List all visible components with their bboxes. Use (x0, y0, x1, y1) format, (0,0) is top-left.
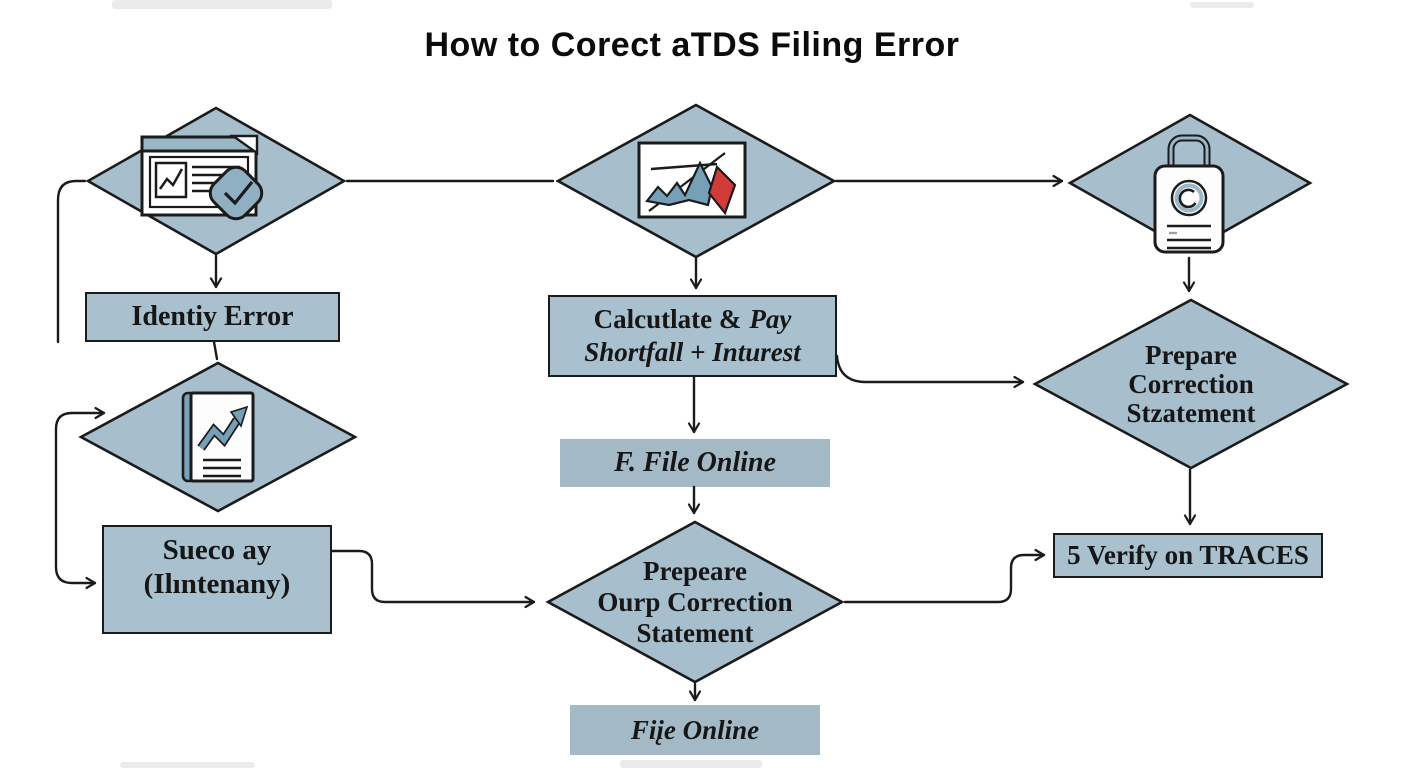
success-pay-box: Sueco ay (Ilıntenany) (102, 525, 332, 634)
verify-traces-box: 5 Verify on TRACES (1053, 533, 1323, 578)
file-online-bottom-box: Fiįe Online (570, 705, 820, 755)
arrow-successbox-to-preparecenter (330, 549, 536, 609)
line-identifybox-to-reportdiamond (212, 340, 219, 361)
label-line: Correction (1128, 368, 1254, 399)
label-line: Prepare (1145, 339, 1237, 370)
label-part: Calcutlate & (593, 304, 742, 334)
diamond-shape (545, 520, 845, 684)
box-label: F. File Online (613, 447, 777, 478)
diamond-label: Prepeare Ourp Correction Statement (545, 520, 845, 684)
label-part-italic: Pay (749, 304, 792, 334)
badge-lock-icon (1151, 134, 1227, 261)
arrow-preparecenter-to-verify (843, 548, 1046, 604)
box-label: Fiįe Online (630, 714, 760, 745)
artifact-smudge (120, 762, 255, 768)
box-label-line1: Sueco ay (162, 533, 272, 566)
diamond-shape (1032, 298, 1350, 470)
artifact-smudge (112, 0, 332, 9)
file-online-top-box: F. File Online (560, 439, 830, 487)
trend-chart-icon (637, 141, 749, 224)
identify-error-box: Identiy Error (85, 292, 340, 342)
box-label-line2: (Ilıntenany) (143, 567, 291, 600)
artifact-smudge (620, 760, 762, 768)
line-left-drop (56, 179, 87, 344)
label-line: Prepeare (643, 555, 747, 586)
box-label-line1: Calcutlate & Pay (594, 303, 792, 336)
box-label-line2: Shortfall + Inturest (584, 337, 801, 367)
calculate-pay-box: Calcutlate & Pay Shortfall + Inturest (548, 295, 837, 377)
diamond-prepare-correction-center: Prepeare Ourp Correction Statement (545, 520, 845, 684)
document-check-icon (140, 131, 270, 236)
box-label: 5 Verify on TRACES (1067, 540, 1309, 570)
report-book-icon (179, 390, 257, 489)
page-title: How to Corect aTDS Filing Error (424, 26, 960, 64)
label-line: Stzatement (1126, 397, 1256, 428)
artifact-smudge (1190, 2, 1254, 8)
arrow-calculatebox-to-prepareright (835, 354, 1025, 389)
diamond-prepare-correction-right: Prepare Correction Stzatement (1032, 298, 1350, 470)
label-line: Statement (636, 617, 754, 648)
diamond-label: Prepare Correction Stzatement (1032, 298, 1350, 470)
box-label: Identiy Error (131, 301, 294, 332)
label-line: Ourp Correction (597, 586, 793, 617)
